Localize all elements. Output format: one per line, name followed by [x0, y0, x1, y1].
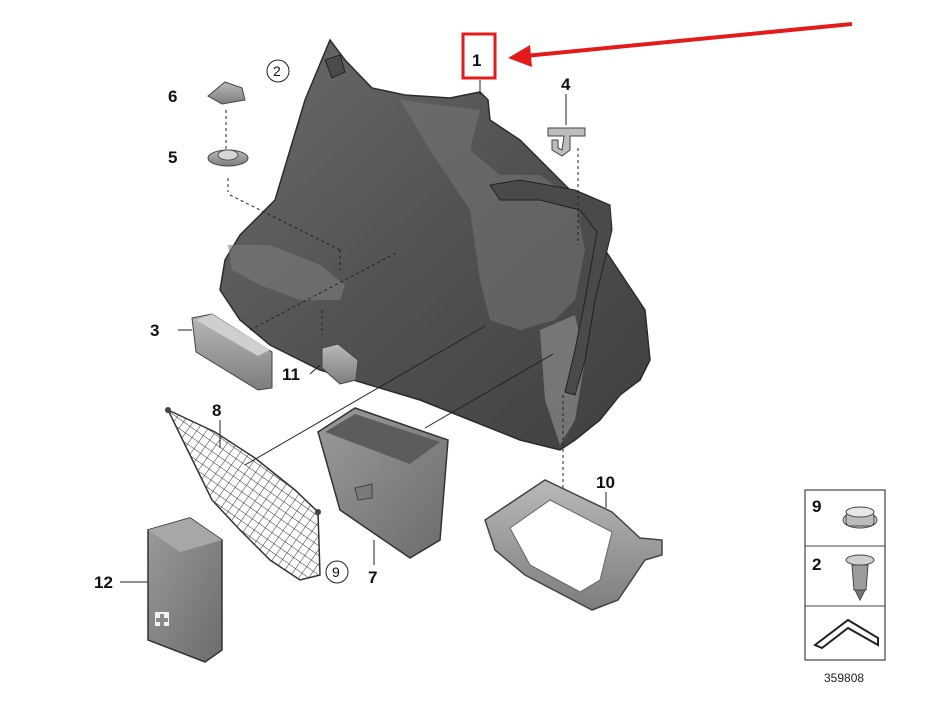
callout-4: 4	[561, 75, 571, 94]
legend-label-9: 9	[812, 497, 821, 516]
callout-8: 8	[212, 401, 221, 420]
first-aid-kit-part-12	[147, 517, 223, 663]
legend-label-2: 2	[812, 555, 821, 574]
highlight-arrow-head	[508, 45, 532, 67]
callout-10: 10	[596, 473, 615, 492]
clip-part-2	[324, 54, 346, 79]
expanding-rivet-icon	[845, 554, 875, 602]
callout-labels: 1 2 3 4 5 6 7 8 9 10 11 12	[94, 51, 615, 592]
callout-3: 3	[150, 321, 159, 340]
callout-11: 11	[282, 365, 300, 384]
hook-part-4	[547, 127, 586, 157]
storage-bin-part-7	[317, 407, 449, 559]
diagram-id-number: 359808	[824, 671, 864, 685]
callout-12: 12	[94, 573, 113, 592]
small-cover-part-11	[321, 343, 359, 385]
legend-box: 9 2	[804, 489, 886, 661]
callout-9-circle	[325, 560, 349, 584]
callout-2: 2	[273, 63, 281, 79]
callout-9: 9	[332, 564, 340, 580]
highlight-annotation	[461, 22, 853, 80]
luggage-net-part-8	[165, 407, 321, 581]
cover-panel-part-3	[191, 313, 273, 391]
leader-lines	[120, 80, 607, 583]
push-rivet-icon	[842, 506, 878, 529]
grommet-part-5	[207, 149, 249, 167]
callout-1: 1	[472, 51, 481, 70]
cover-cap-part-6	[207, 81, 246, 105]
callout-6: 6	[168, 87, 177, 106]
trunk-side-trim-part	[219, 38, 651, 451]
trim-profile-icon	[813, 618, 879, 650]
callout-7: 7	[368, 568, 377, 587]
callout-5: 5	[168, 148, 177, 167]
highlight-box	[461, 32, 497, 80]
callout-2-circle	[266, 59, 290, 83]
tray-frame-part-10	[484, 479, 663, 611]
highlight-arrow-shaft	[524, 22, 853, 58]
